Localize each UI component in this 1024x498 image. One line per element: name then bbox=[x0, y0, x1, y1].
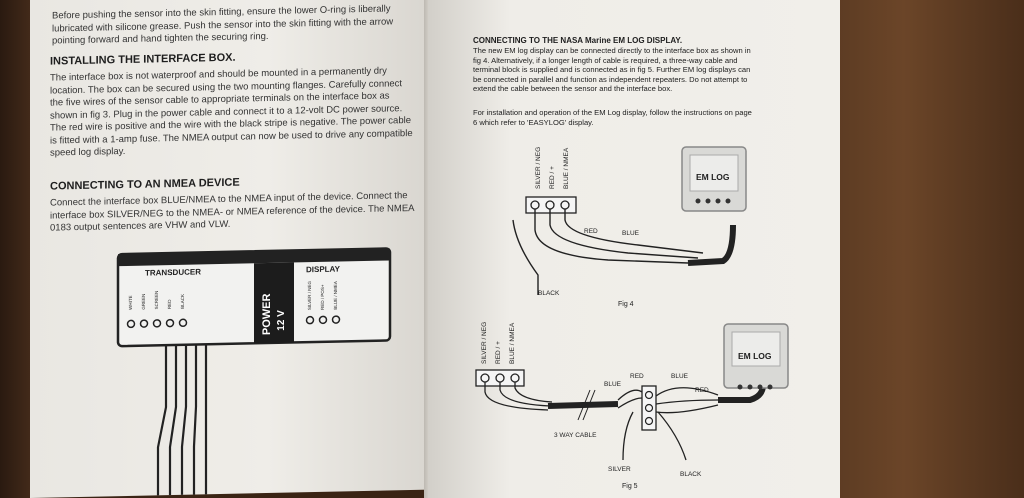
terminal-screw bbox=[644, 403, 654, 413]
cable-break-mark bbox=[582, 389, 596, 421]
power-label: POWER bbox=[261, 293, 273, 335]
terminal-label: SCREEN bbox=[154, 291, 159, 310]
terminal-screw bbox=[178, 318, 188, 328]
em-log-paragraph: The new EM log display can be connected … bbox=[473, 46, 751, 94]
fig4-display-buttons bbox=[695, 198, 731, 204]
fig5-silver-label: SILVER bbox=[608, 466, 631, 473]
terminal-label: RED / POS+ bbox=[320, 284, 325, 310]
terminal-screw bbox=[139, 319, 149, 328]
em-log-heading: CONNECTING TO THE NASA Marine EM LOG DIS… bbox=[473, 36, 683, 45]
text-line: terminal block is supplied and is connec… bbox=[473, 65, 751, 75]
transducer-label: TRANSDUCER bbox=[145, 267, 201, 277]
terminal-label: SILVER / NEG bbox=[307, 280, 312, 310]
fig5-three-way-cable bbox=[547, 401, 619, 409]
fig5-wires bbox=[484, 382, 719, 461]
sensor-cable-wires bbox=[156, 344, 208, 498]
fig4-em-log-label: EM LOG bbox=[696, 172, 730, 182]
text-line: 6 which refer to 'EASYLOG' display. bbox=[473, 117, 594, 127]
fig4-black-label: BLACK bbox=[538, 290, 560, 297]
text-line: fig 4. Alternatively, if a longer length… bbox=[473, 55, 738, 65]
text-line: extend the cable between the sensor and … bbox=[473, 84, 673, 94]
terminal-screw bbox=[644, 390, 654, 400]
fig5-em-log-label: EM LOG bbox=[738, 351, 772, 361]
terminal-label: RED / + bbox=[495, 341, 502, 364]
text-line: be connected in parallel and function as… bbox=[473, 74, 748, 84]
terminal-screw bbox=[305, 315, 315, 325]
installation-note: For installation and operation of the EM… bbox=[473, 108, 752, 127]
fig5-red-label: RED bbox=[630, 373, 644, 380]
terminal-screw bbox=[126, 319, 136, 329]
left-page: Before pushing the sensor into the skin … bbox=[30, 0, 428, 498]
installing-heading: INSTALLING THE INTERFACE BOX. bbox=[50, 51, 236, 68]
display-label: DISPLAY bbox=[306, 264, 341, 274]
fig4-display-cable bbox=[687, 224, 736, 266]
terminal-label: SILVER / NEG bbox=[481, 322, 488, 364]
cable-break-mark bbox=[577, 389, 591, 421]
terminal-screw bbox=[644, 416, 654, 426]
terminal-label: BLUE / NMEA bbox=[563, 147, 570, 189]
interface-box-top-bar bbox=[118, 248, 390, 267]
fig4-display-screen bbox=[689, 154, 739, 192]
fig4-blue-label: BLUE bbox=[622, 230, 640, 237]
fig4-red-label: RED bbox=[584, 228, 598, 235]
terminal-label: BLUE / NMEA bbox=[509, 322, 516, 364]
terminal-label: RED / + bbox=[549, 166, 556, 189]
text-line: The new EM log display can be connected … bbox=[473, 46, 751, 55]
volt-label: 12 V bbox=[276, 310, 287, 331]
installing-paragraph: The interface box is not waterproof and … bbox=[50, 65, 413, 160]
terminal-screw bbox=[165, 318, 175, 328]
fig5-cable-label: 3 WAY CABLE bbox=[554, 432, 597, 439]
fig4-wires bbox=[512, 209, 704, 295]
fig5-caption: Fig 5 bbox=[622, 483, 638, 490]
nmea-heading: CONNECTING TO AN NMEA DEVICE bbox=[50, 176, 240, 193]
terminal-label: WHITE bbox=[128, 295, 133, 310]
terminal-label: BLUE / NMEA bbox=[333, 281, 338, 310]
fig5-blue-label: BLUE bbox=[671, 373, 689, 380]
fig5-display-screen bbox=[731, 331, 781, 367]
fig4-diagram: SILVER / NEG RED / + BLUE / NMEA EM LOG … bbox=[512, 146, 747, 308]
fig5-display-buttons bbox=[737, 384, 773, 390]
terminal-screw bbox=[331, 315, 341, 324]
nmea-paragraph: Connect the interface box BLUE/NMEA to t… bbox=[50, 190, 415, 235]
right-page: CONNECTING TO THE NASA Marine EM LOG DIS… bbox=[428, 0, 840, 498]
fig5-black-label: BLACK bbox=[680, 471, 702, 478]
terminal-label: GREEN bbox=[141, 294, 146, 310]
fig5-red-label: RED bbox=[695, 387, 709, 394]
fig5-diagram: SILVER / NEG RED / + BLUE / NMEA EM LO bbox=[475, 322, 789, 490]
terminal-label: SILVER / NEG bbox=[535, 147, 542, 189]
terminal-label: RED bbox=[167, 299, 172, 309]
power-panel bbox=[254, 262, 294, 344]
display-terminals: SILVER / NEG RED / POS+ BLUE / NMEA bbox=[305, 280, 341, 325]
terminal-screw bbox=[152, 319, 162, 328]
intro-paragraph: Before pushing the sensor into the skin … bbox=[52, 3, 393, 48]
terminal-screw bbox=[318, 315, 328, 325]
transducer-terminals: WHITE GREEN SCREEN RED BLACK bbox=[126, 291, 188, 329]
fig5-terminal-block bbox=[641, 385, 657, 431]
text-line: For installation and operation of the EM… bbox=[473, 108, 752, 117]
fig5-blue-label: BLUE bbox=[604, 381, 622, 388]
table-surface-right bbox=[824, 0, 1024, 498]
fig4-caption: Fig 4 bbox=[618, 301, 634, 308]
terminal-label: BLACK bbox=[180, 294, 185, 309]
interface-box-diagram: TRANSDUCER DISPLAY POWER 12 V WHITE GREE… bbox=[116, 247, 392, 498]
